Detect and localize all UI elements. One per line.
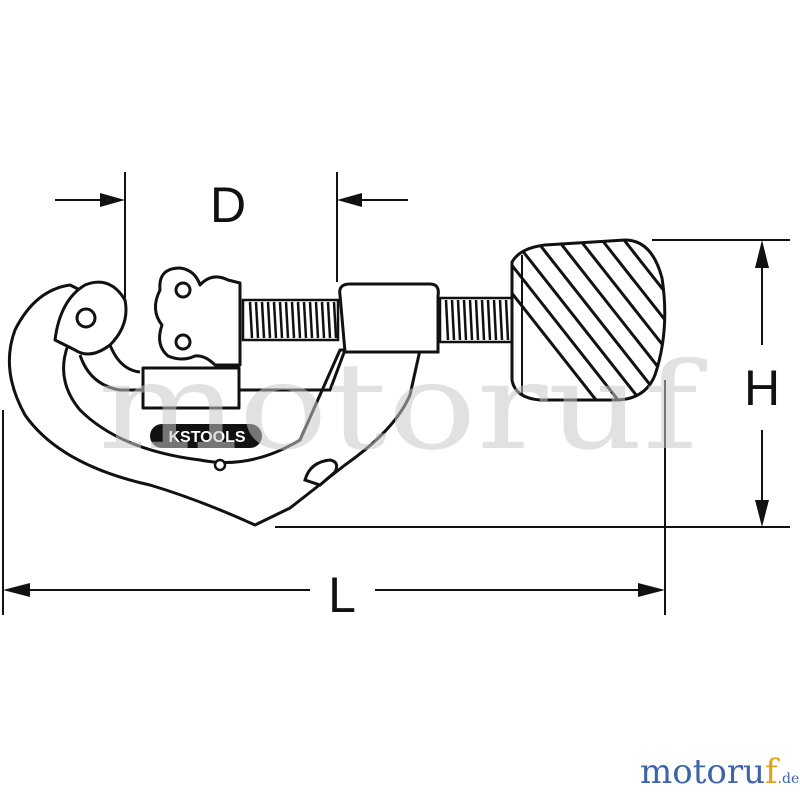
svg-text:KSTOOLS: KSTOOLS	[168, 429, 245, 446]
roller-pins	[174, 281, 192, 351]
site-brand: motoruf.de	[640, 752, 799, 799]
thread-line	[332, 301, 338, 339]
dimension-h-label: H	[744, 360, 780, 416]
dimension-d-label: D	[210, 177, 246, 233]
knob-groove	[622, 240, 665, 400]
arrow-l-right	[638, 583, 665, 597]
dimension-lines	[2, 172, 790, 615]
thread-line	[248, 301, 254, 339]
thread-line	[450, 299, 456, 341]
site-brand-accent: f	[765, 752, 778, 792]
thread-line	[492, 299, 498, 341]
thread-line	[308, 301, 314, 339]
frame-slot	[303, 458, 339, 487]
thread-line	[314, 301, 320, 339]
thread-line	[320, 301, 326, 339]
frame-screw	[213, 458, 227, 472]
thread-line	[462, 299, 468, 341]
thread-line	[498, 299, 504, 341]
thread-line	[474, 299, 480, 341]
arrow-l-left	[3, 583, 30, 597]
site-brand-tld: .de	[777, 771, 800, 787]
knob-groove	[534, 240, 665, 400]
adjustment-knob	[510, 238, 667, 402]
arrow-h-top	[755, 240, 769, 268]
thread-line	[302, 301, 308, 339]
thread-line	[456, 299, 462, 341]
thread-line	[254, 301, 260, 339]
sliding-carriage	[338, 282, 440, 354]
frame-rail	[78, 344, 347, 392]
thread-line	[326, 301, 332, 339]
dimension-l-label: L	[328, 567, 356, 623]
thread-line	[266, 301, 272, 339]
spindle-threads	[248, 299, 510, 341]
knob-groove	[578, 240, 665, 400]
cutting-wheel	[75, 307, 97, 329]
knob-groove	[512, 240, 646, 400]
thread-line	[284, 301, 290, 339]
knob-groove	[556, 240, 665, 400]
thread-line	[504, 299, 510, 341]
thread-line	[296, 301, 302, 339]
thread-line	[260, 301, 266, 339]
watermark-text: motoruf	[98, 338, 707, 477]
thread-line	[290, 301, 296, 339]
thread-line	[486, 299, 492, 341]
thread-line	[444, 299, 450, 341]
knob-groove	[600, 240, 665, 400]
arrow-h-bottom	[755, 500, 769, 527]
arrow-d-right	[337, 193, 362, 207]
thread-line	[468, 299, 474, 341]
knob-groove	[512, 240, 624, 400]
thread-line	[278, 301, 284, 339]
ks-tools-logo: KSTOOLS	[150, 424, 262, 448]
dimension-arrows	[3, 193, 769, 597]
site-brand-main: motoru	[640, 752, 765, 792]
thread-line	[272, 301, 278, 339]
thread-line	[480, 299, 486, 341]
arrow-d-left	[100, 193, 125, 207]
knob-groove	[512, 240, 602, 400]
